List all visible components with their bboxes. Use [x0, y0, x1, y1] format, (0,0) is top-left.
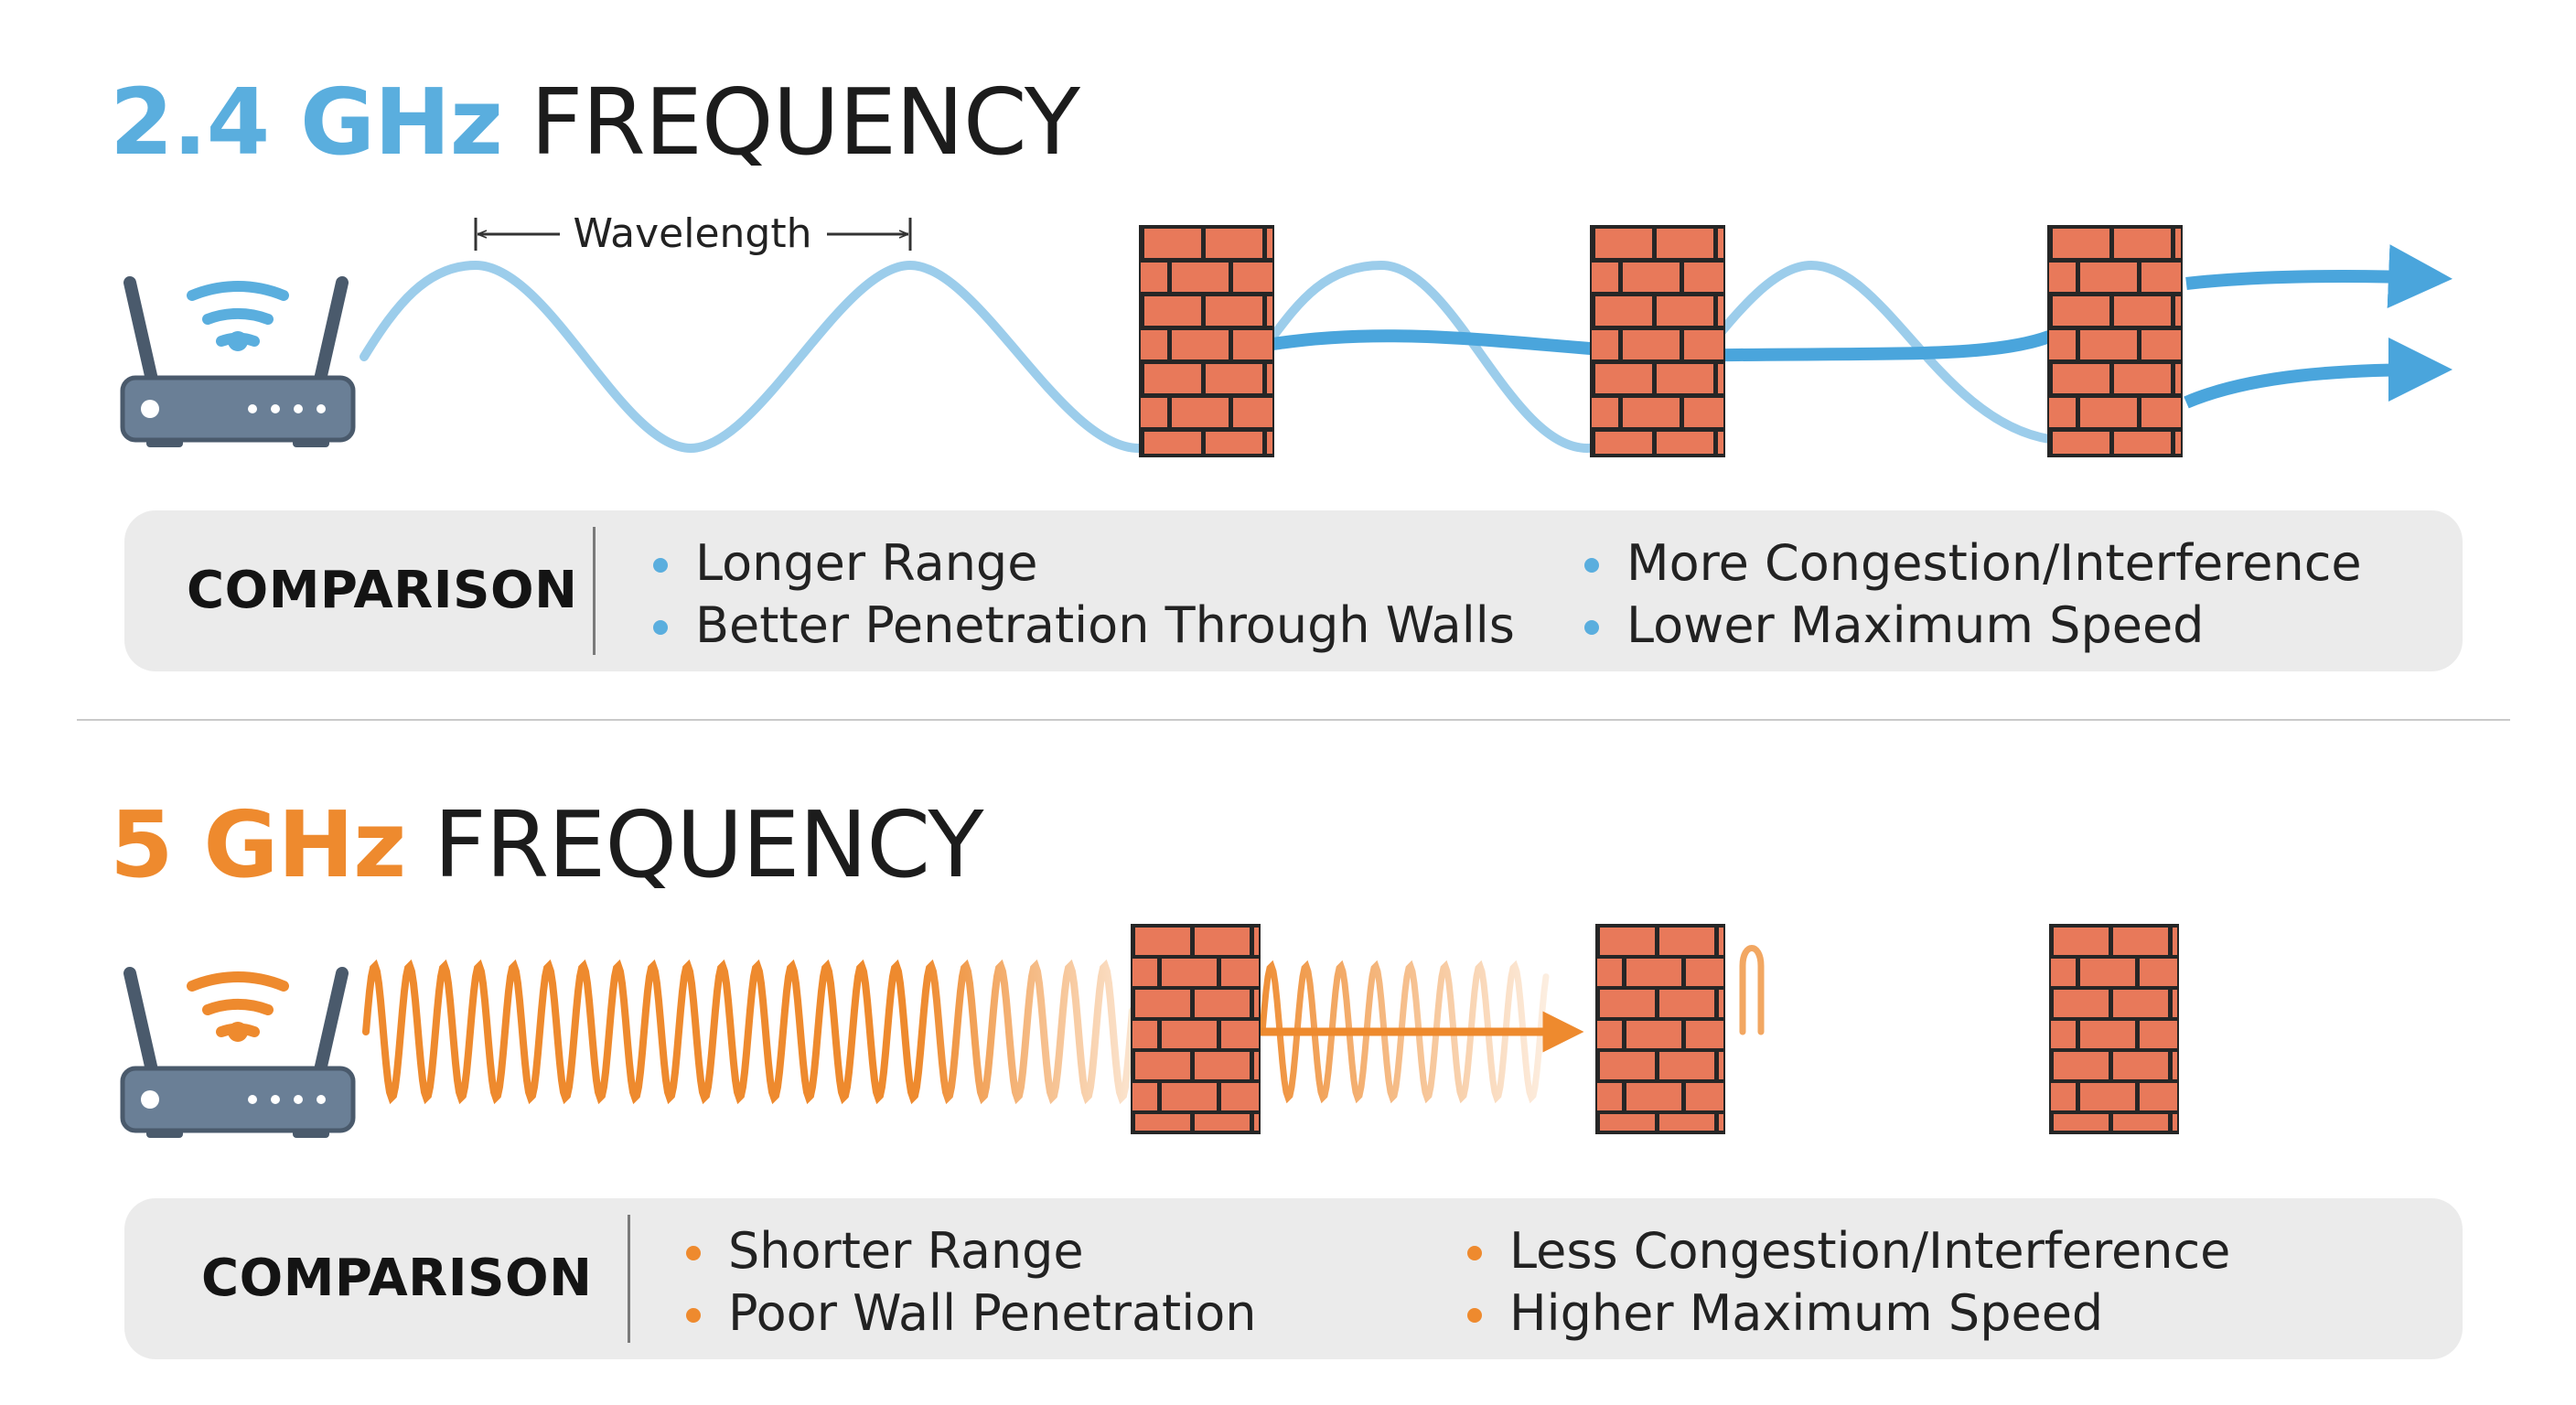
band-24-panel-divider [593, 527, 596, 655]
wavelength-label: Wavelength [573, 210, 811, 257]
band-24-cons-list: More Congestion/Interference Lower Maxim… [1584, 532, 2362, 657]
brick-wall-2 [1595, 924, 1725, 1134]
band-24-comparison-panel: COMPARISON Longer Range Better Penetrati… [124, 510, 2463, 671]
band-5-wave-attenuated [1259, 960, 1550, 1104]
band-24-signal-arrow-2 [2184, 338, 2453, 409]
wavelength-dimension: Wavelength [474, 210, 912, 257]
list-item: Less Congestion/Interference [1467, 1220, 2230, 1282]
band-5-wave-remnant [1739, 945, 1765, 1035]
list-item: Shorter Range [686, 1220, 1257, 1282]
brick-wall-3 [2049, 924, 2179, 1134]
brick-wall-2 [1590, 225, 1725, 457]
wifi-router-icon [120, 967, 356, 1138]
band-24-signal-arrow-1 [2185, 244, 2453, 309]
band-5-panel-divider [628, 1215, 630, 1343]
band-24-comparison-label: COMPARISON [187, 561, 578, 620]
band-5-cons-list: Less Congestion/Interference Higher Maxi… [1467, 1220, 2230, 1345]
band-24-diagram: Wavelength [120, 210, 2453, 457]
list-item: Better Penetration Through Walls [653, 595, 1515, 657]
list-item: Higher Maximum Speed [1467, 1282, 2230, 1345]
band-24-frequency: 2.4 GHz [110, 69, 503, 176]
list-item: More Congestion/Interference [1584, 532, 2362, 595]
band-5-comparison-panel: COMPARISON Shorter Range Poor Wall Penet… [124, 1198, 2463, 1359]
list-item: Poor Wall Penetration [686, 1282, 1257, 1345]
list-item: Lower Maximum Speed [1584, 595, 2362, 657]
brick-wall-1 [1139, 225, 1274, 457]
band-5-wave [362, 959, 1136, 1105]
band-24-pros-list: Longer Range Better Penetration Through … [653, 532, 1515, 657]
band-5-heading: 5 GHz FREQUENCY [110, 799, 983, 891]
band-5-pros-list: Shorter Range Poor Wall Penetration [686, 1220, 1257, 1345]
wifi-router-icon [120, 276, 356, 447]
band-24-heading-suffix: FREQUENCY [530, 69, 1080, 176]
band-5-heading-suffix: FREQUENCY [434, 791, 983, 898]
band-5-comparison-label: COMPARISON [201, 1249, 593, 1308]
brick-wall-1 [1131, 924, 1261, 1134]
list-item: Longer Range [653, 532, 1515, 595]
section-divider [77, 719, 2510, 721]
band-5-frequency: 5 GHz [110, 791, 406, 898]
band-24-heading: 2.4 GHz FREQUENCY [110, 77, 1080, 168]
band-5-diagram [120, 924, 2179, 1138]
brick-wall-3 [2047, 225, 2183, 457]
